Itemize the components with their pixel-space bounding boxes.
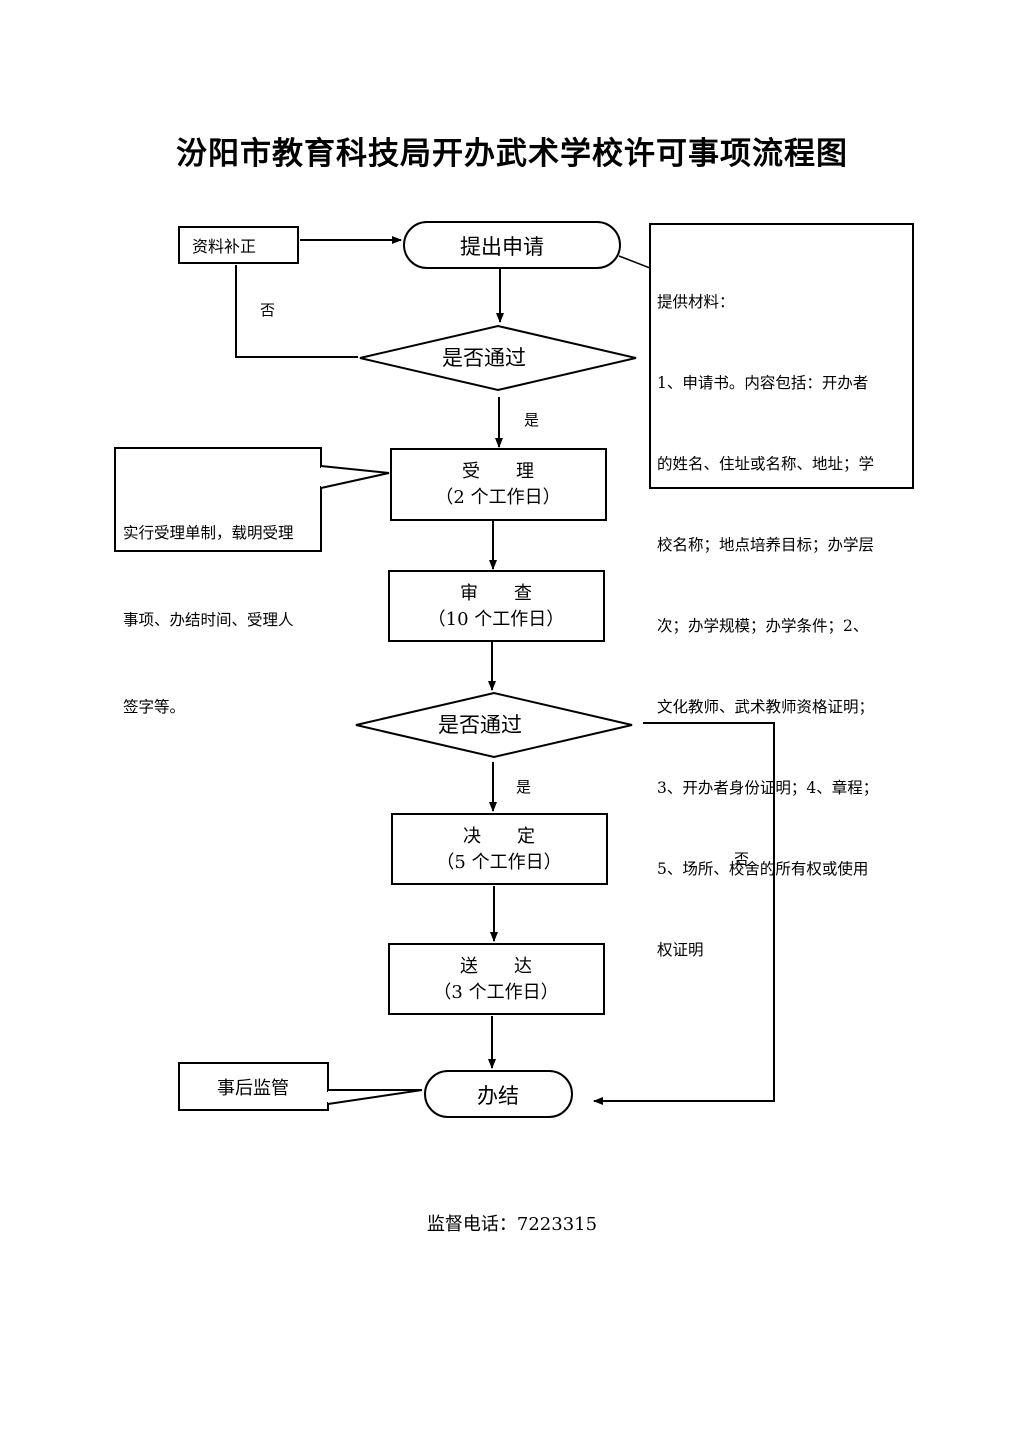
supervise-box: 事后监管 (178, 1062, 329, 1111)
decide-box: 决 定 （5 个工作日） (391, 813, 608, 885)
accept-box: 受 理 （2 个工作日） (390, 448, 607, 521)
check2-diamond: 是否通过 (355, 691, 633, 759)
materials-callout-pointer (618, 255, 651, 334)
edge-label-yes2: 是 (516, 778, 531, 796)
supervise-label: 事后监管 (217, 1078, 289, 1099)
accept-days: （2 个工作日） (435, 487, 560, 508)
materials-line: 权证明 (657, 941, 704, 959)
materials-box (649, 223, 914, 489)
materials-line: 5、场所、校舍的所有权或使用 (657, 860, 869, 878)
materials-line: 校名称；地点培养目标；办学层 (657, 536, 875, 554)
apply-label: 提出申请 (460, 235, 544, 259)
materials-line: 1、申请书。内容包括：开办者 (657, 374, 869, 392)
supervision-phone: 监督电话：7223315 (426, 1214, 598, 1235)
materials-line: 3、开办者身份证明；4、章程； (657, 779, 879, 797)
deliver-box: 送 达 （3 个工作日） (388, 943, 605, 1015)
acceptance-line: 实行受理单制，载明受理 (123, 524, 294, 542)
edge-check1-no (235, 265, 358, 358)
finish-label: 办结 (477, 1084, 519, 1108)
check2-label: 是否通过 (438, 713, 522, 737)
decide-days: （5 个工作日） (436, 852, 561, 873)
decide-name: 决 定 (463, 826, 535, 847)
materials-line: 的姓名、住址或名称、地址；学 (657, 455, 875, 473)
materials-line: 文化教师、武术教师资格证明； (657, 698, 875, 716)
page-title: 汾阳市教育科技局开办武术学校许可事项流程图 (176, 136, 848, 172)
materials-line: 提供材料： (657, 293, 735, 311)
acceptance-note-pointer (320, 465, 390, 489)
materials-note: 提供材料： 1、申请书。内容包括：开办者 的姓名、住址或名称、地址；学 校名称；… (657, 235, 911, 991)
accept-name: 受 理 (462, 461, 534, 482)
supervise-pointer (327, 1089, 423, 1105)
acceptance-note-box (114, 447, 322, 552)
acceptance-line: 签字等。 (123, 698, 186, 716)
finish-node: 办结 (424, 1070, 573, 1118)
materials-line: 次；办学规模；办学条件；2、 (657, 617, 869, 635)
supplement-label: 资料补正 (192, 237, 256, 256)
check1-label: 是否通过 (442, 346, 526, 370)
deliver-name: 送 达 (460, 956, 532, 977)
check1-diamond: 是否通过 (359, 324, 637, 392)
acceptance-line: 事项、办结时间、受理人 (123, 611, 294, 629)
supplement-box: 资料补正 (178, 226, 299, 264)
edge-label-yes1: 是 (524, 411, 539, 429)
review-box: 审 查 （10 个工作日） (388, 570, 605, 642)
edge-label-no2: 否 (734, 850, 749, 868)
edge-label-no1: 否 (260, 301, 275, 319)
edge-check2-no (593, 722, 775, 1105)
acceptance-note: 实行受理单制，载明受理 事项、办结时间、受理人 签字等。 (123, 461, 323, 751)
apply-node: 提出申请 (403, 221, 621, 269)
review-days: （10 个工作日） (428, 609, 565, 630)
deliver-days: （3 个工作日） (433, 982, 558, 1003)
review-name: 审 查 (460, 583, 532, 604)
